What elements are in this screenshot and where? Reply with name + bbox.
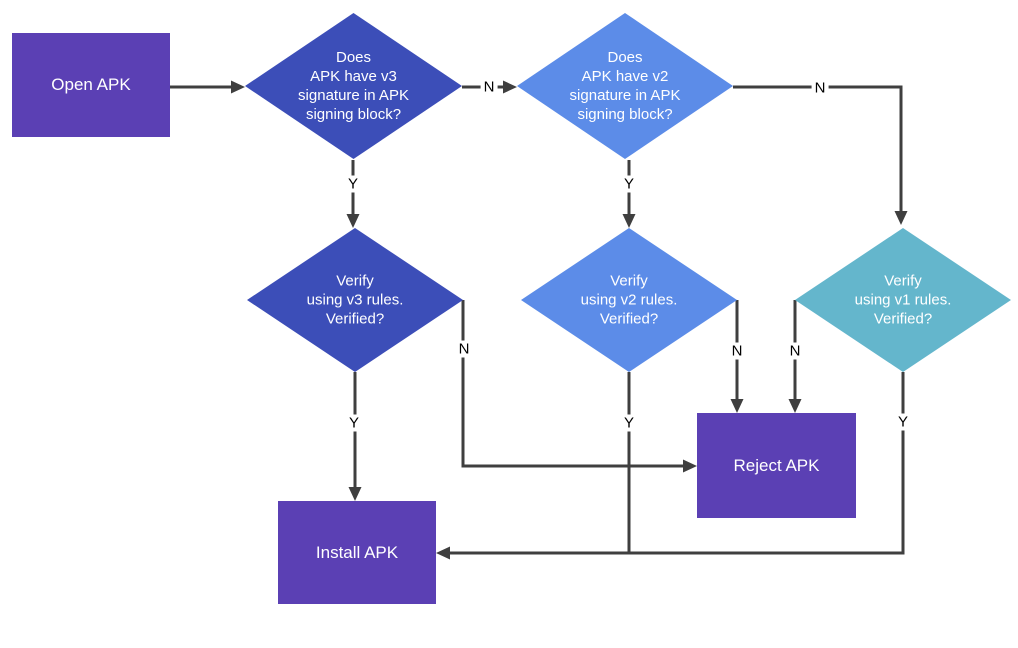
edge-verify-v1-yes — [443, 372, 905, 555]
arrowhead-open-to-check-v3 — [231, 80, 245, 94]
verify-v1-diamond — [795, 228, 1011, 372]
edge-label-verify-v2-no: N — [728, 342, 746, 360]
edge-label-verify-v3-no: N — [455, 340, 473, 358]
edge-label-verify-v3-yes: Y — [345, 414, 363, 432]
arrowhead-verify-v1-no — [788, 399, 802, 413]
open-apk-node: Open APK — [12, 33, 170, 137]
arrowhead-check-v3-no — [503, 80, 517, 94]
reject-apk-label: Reject APK — [733, 455, 820, 475]
edge-label-verify-v2-yes: Y — [620, 414, 638, 432]
install-apk-node: Install APK — [278, 501, 436, 604]
edge-label-check-v2-yes: Y — [620, 175, 638, 193]
edge-label-check-v3-yes: Y — [344, 175, 362, 193]
arrowhead-check-v3-yes — [346, 214, 360, 228]
arrowhead-check-v2-no — [894, 211, 908, 225]
edge-check-v2-no — [733, 85, 903, 218]
check-v3-diamond — [245, 13, 462, 159]
open-apk-label: Open APK — [51, 75, 131, 94]
edge-label-check-v2-no: N — [811, 79, 829, 97]
verify-v3-diamond — [247, 228, 463, 372]
install-apk-label: Install APK — [315, 542, 399, 562]
decision-nodes — [245, 13, 1011, 372]
edge-label-verify-v1-yes: Y — [894, 413, 912, 431]
arrowhead-verify-v2-no — [730, 399, 744, 413]
arrowhead-into-install — [436, 546, 450, 560]
reject-apk-node: Reject APK — [697, 413, 856, 518]
edge-label-check-v3-no: N — [480, 78, 498, 96]
verify-v2-diamond — [521, 228, 737, 372]
check-v2-diamond — [517, 13, 733, 159]
arrowhead-verify-v3-no — [683, 459, 697, 473]
arrowhead-verify-v3-yes — [348, 487, 362, 501]
edge-label-verify-v1-no: N — [786, 342, 804, 360]
arrowhead-check-v2-yes — [622, 214, 636, 228]
